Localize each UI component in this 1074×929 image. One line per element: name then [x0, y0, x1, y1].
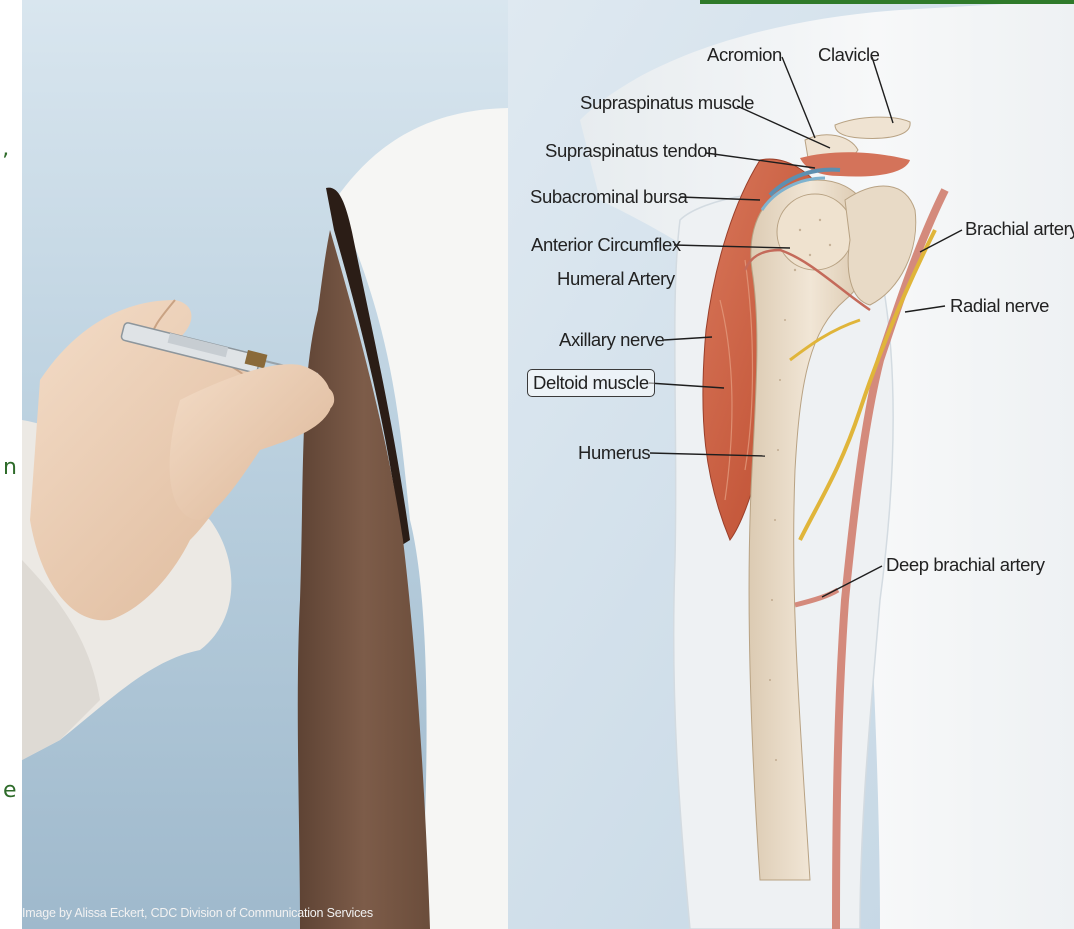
- edge-fragment-middle: n: [3, 455, 17, 480]
- label-clavicle: Clavicle: [818, 44, 880, 66]
- label-radial-nerve: Radial nerve: [950, 295, 1049, 317]
- label-subacrominal-bursa: Subacrominal bursa: [530, 186, 687, 208]
- label-deep-brachial-artery: Deep brachial artery: [886, 554, 1045, 576]
- label-supraspinatus-tendon: Supraspinatus tendon: [545, 140, 717, 162]
- image-credit: Image by Alissa Eckert, CDC Division of …: [22, 906, 373, 920]
- humeral-head: [777, 194, 853, 270]
- label-brachial-artery: Brachial artery: [965, 218, 1074, 240]
- edge-fragment-bottom: e: [3, 778, 17, 803]
- label-anterior-circumflex: Anterior Circumflex: [531, 234, 681, 256]
- label-humerus: Humerus: [578, 442, 650, 464]
- edge-fragment-top: ’: [2, 150, 9, 175]
- label-acromion: Acromion: [707, 44, 782, 66]
- accent-bar: [700, 0, 1074, 4]
- label-humeral-artery: Humeral Artery: [557, 268, 675, 290]
- label-supraspinatus-muscle: Supraspinatus muscle: [580, 92, 754, 114]
- label-deltoid-muscle: Deltoid muscle: [527, 369, 655, 397]
- label-axillary-nerve: Axillary nerve: [559, 329, 664, 351]
